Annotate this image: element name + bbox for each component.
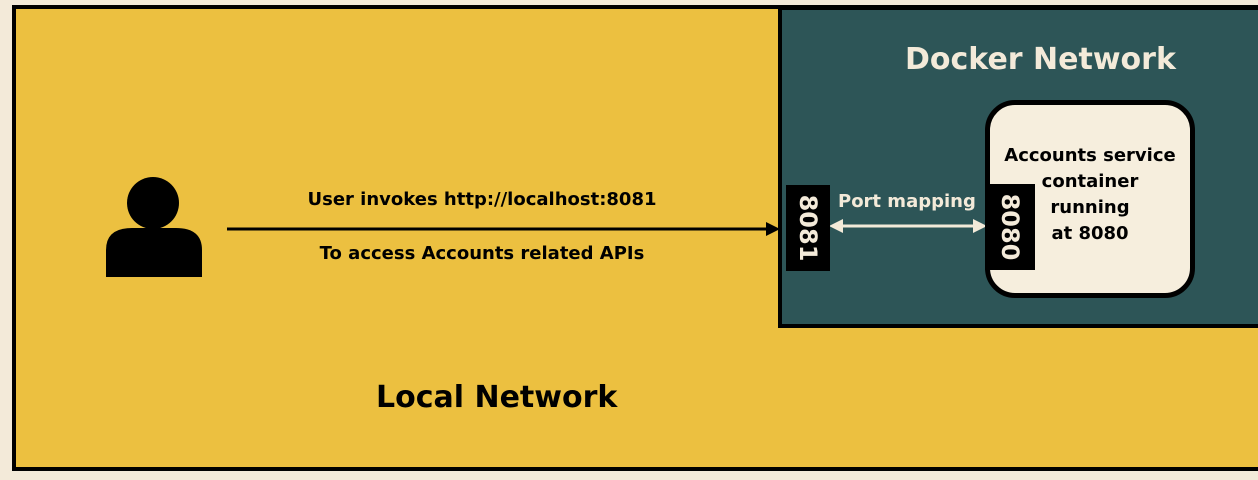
container-port-block: [985, 184, 1035, 270]
container-line: running: [1050, 197, 1130, 218]
container-description: Accounts service container running at 80…: [1000, 143, 1180, 247]
docker-network-title: Docker Network: [905, 42, 1176, 77]
port-mapping-arrow: [829, 219, 987, 233]
local-network-title: Local Network: [376, 380, 618, 415]
request-purpose-label: To access Accounts related APIs: [319, 243, 645, 264]
host-port-label: 8081: [794, 194, 822, 262]
request-label: User invokes http://localhost:8081: [307, 189, 657, 210]
port-mapping-label: Port mapping: [838, 191, 976, 212]
host-port-block: [786, 185, 830, 271]
user-icon: [106, 177, 202, 277]
container-line: container: [1041, 171, 1139, 192]
container-line: Accounts service: [1004, 145, 1176, 166]
request-arrow: [227, 222, 780, 236]
container-port-label: 8080: [996, 193, 1024, 261]
container-line: at 8080: [1051, 223, 1129, 244]
